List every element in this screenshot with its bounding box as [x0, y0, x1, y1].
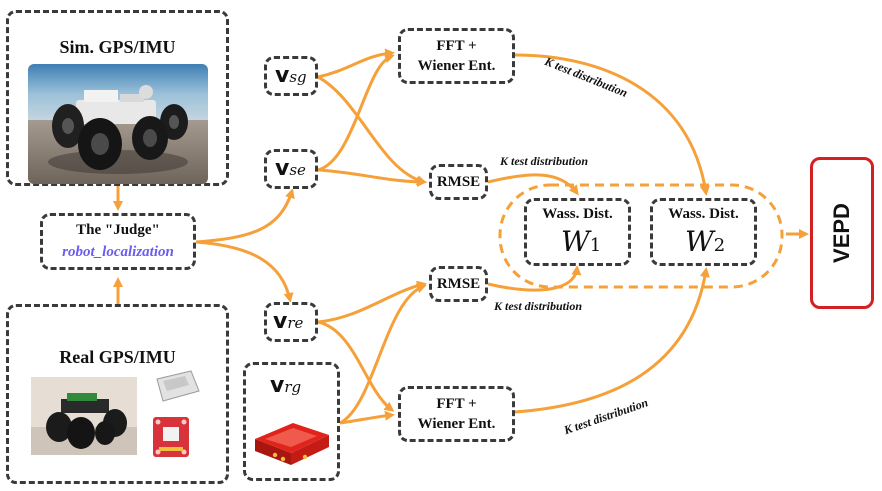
arrow-judge-to-vse	[195, 188, 295, 244]
w2-symbol-label: W2	[685, 225, 725, 258]
real-gps-imu-box: Real GPS/IMU	[6, 304, 229, 484]
rmse-bottom-label: RMSE	[436, 276, 481, 292]
judge-box: The "Judge" robot_localization	[40, 213, 196, 270]
w1-title: Wass. Dist.	[542, 206, 613, 222]
arrow-vrg-to-fft-bottom	[339, 410, 395, 425]
arrow-fft-bottom-to-w2	[514, 267, 710, 414]
k-label-bottom-rmse: K test distribution	[494, 299, 583, 313]
vector-se-label: vse	[275, 156, 306, 181]
fft-bottom-line1: FFT +	[436, 396, 477, 412]
w2-title: Wass. Dist.	[668, 206, 739, 222]
vector-rg-subscript: rg	[284, 378, 302, 396]
imu-board-image	[153, 417, 189, 457]
vector-sg-label: vsg	[275, 63, 307, 88]
arrow-judge-to-vre	[195, 240, 294, 303]
arrow-fft-top-to-w2	[514, 53, 710, 196]
arrow-vre-to-fft-bottom	[317, 320, 395, 412]
rmse-bottom-box: RMSE	[429, 266, 488, 302]
sim-gps-imu-box: Sim. GPS/IMU	[6, 10, 229, 186]
judge-subtitle: robot_localization	[62, 244, 174, 260]
vector-se-symbol: v	[275, 156, 290, 181]
arrow-vsg-to-rmse-top	[317, 75, 427, 185]
real-gps-imu-title: Real GPS/IMU	[59, 347, 176, 367]
fft-wiener-top-box: FFT + Wiener Ent.	[398, 28, 515, 84]
w1-symbol-label: W1	[561, 225, 601, 258]
vepd-label: VEPD	[829, 203, 854, 263]
wass-dist-w2-box: Wass. Dist. W2	[650, 198, 757, 266]
vector-re-label: vre	[273, 309, 303, 334]
fft-top-line2: Wiener Ent.	[417, 58, 496, 74]
vector-re-subscript: re	[287, 314, 304, 332]
real-robot-image	[31, 377, 137, 455]
k-label-top-rmse: K test distribution	[500, 154, 589, 168]
wass-group-outline	[498, 183, 784, 289]
w1-symbol: W	[561, 225, 590, 258]
arrow-vrg-to-rmse-bottom	[339, 283, 427, 425]
rmse-top-box: RMSE	[429, 164, 488, 200]
w2-symbol: W	[685, 225, 714, 258]
vector-re-symbol: v	[273, 309, 288, 334]
arrow-vse-to-fft-top	[317, 53, 395, 172]
fft-bottom-line2: Wiener Ent.	[417, 416, 496, 432]
arrow-vre-to-rmse-bottom	[317, 280, 427, 324]
sim-robot-image	[28, 64, 208, 184]
arrow-rmse-bottom-to-w1	[487, 265, 582, 292]
vector-rg-box: vrg	[243, 362, 340, 481]
w2-subscript: 2	[713, 235, 726, 256]
fft-top-line1: FFT +	[436, 38, 477, 54]
rmse-top-label: RMSE	[436, 174, 481, 190]
vector-sg-box: vsg	[264, 56, 318, 96]
vector-sg-subscript: sg	[289, 68, 307, 86]
vector-rg-label: vrg	[270, 373, 301, 398]
arrow-vse-to-rmse-top	[317, 168, 427, 187]
vector-se-box: vse	[264, 149, 318, 189]
arrow-rmse-top-to-w1	[487, 173, 579, 196]
vector-sg-symbol: v	[275, 63, 290, 88]
judge-title: The "Judge"	[76, 222, 160, 238]
vepd-box: VEPD	[810, 157, 874, 309]
gps-imu-device-image	[255, 423, 329, 465]
gps-module-image	[156, 370, 200, 402]
vector-re-box: vre	[264, 302, 318, 342]
fft-wiener-bottom-box: FFT + Wiener Ent.	[398, 386, 515, 442]
wass-dist-w1-box: Wass. Dist. W1	[524, 198, 631, 266]
w1-subscript: 1	[589, 235, 602, 256]
sim-gps-imu-title: Sim. GPS/IMU	[59, 37, 176, 57]
vector-rg-symbol: v	[270, 373, 285, 398]
vector-se-subscript: se	[289, 161, 306, 179]
